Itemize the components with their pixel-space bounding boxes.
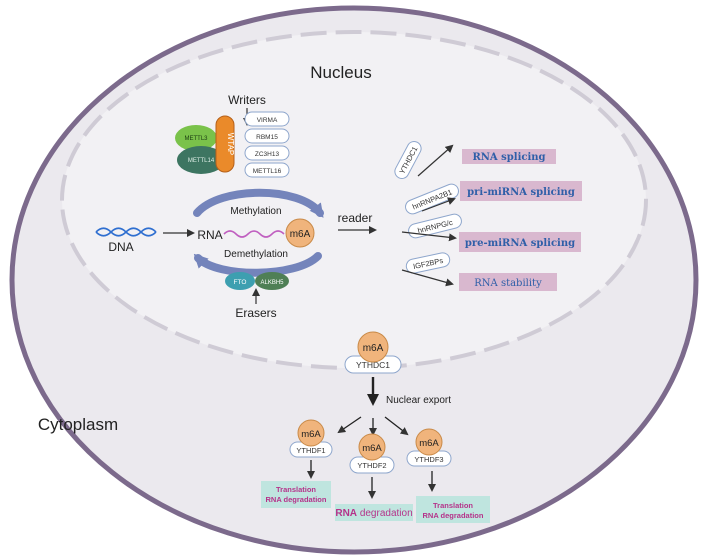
- dna-helix-b: [95, 227, 157, 237]
- function-box: [335, 504, 413, 521]
- reader-name: YTHDF3: [414, 455, 443, 464]
- writer-box-rbm15: [244, 128, 290, 144]
- writer-zc3h13: ZC3H13: [255, 151, 280, 158]
- cyto-reader-ythdf2: YTHDF2 m6A RNA degradation: [335, 433, 413, 521]
- alkbh5-label: ALKBH5: [260, 280, 284, 286]
- writer-box-mettl16: [244, 162, 290, 178]
- function-line-1: Translation: [276, 485, 316, 494]
- function-line-1: RNA: [335, 508, 357, 519]
- writers-label: Writers: [228, 93, 266, 107]
- m6a-label: m6A: [290, 229, 311, 240]
- function-line-2: degradation: [360, 508, 413, 519]
- rna-strand: [223, 230, 285, 238]
- nuclear-reader-hnrnpgc: hnRNPG/c pre-miRNA splicing: [401, 213, 581, 252]
- mettl3-protein: [175, 125, 217, 151]
- m6a-label: m6A: [301, 429, 321, 440]
- function-label: RNA splicing: [472, 152, 545, 163]
- function-line-2: RNA degradation: [423, 511, 484, 520]
- dna-label: DNA: [108, 240, 133, 254]
- nuclear-reader-hnrnpa2b1: hnRNPA2B1 pri-miRNA splicing: [405, 181, 582, 215]
- cytoplasm-label: Cytoplasm: [38, 415, 118, 434]
- reader-badge: [394, 141, 422, 179]
- function-line-2: RNA degradation: [266, 495, 327, 504]
- wtap-protein: [215, 115, 235, 173]
- nuclear-reader-igf2bps: IGF2BPs RNA stability: [401, 252, 557, 291]
- writer-box-virma: [244, 111, 290, 127]
- reader-function-arrow: [401, 269, 454, 287]
- methylation-arrow: [193, 188, 324, 218]
- export-label: Nuclear export: [386, 395, 451, 406]
- reader-function-arrow: [421, 197, 456, 212]
- export-m6a-label: m6A: [363, 343, 384, 354]
- writer-virma: VIRMA: [257, 117, 278, 124]
- branch-arrow-ythdf3: [384, 416, 409, 436]
- reader-label: reader: [338, 211, 373, 225]
- writer-box-zc3h13: [244, 145, 290, 161]
- cyto-reader-ythdf1: YTHDF1 m6A Translation RNA degradation: [261, 419, 333, 508]
- writer-complex: METTL3 METTL14 WTAP: [175, 115, 235, 174]
- function-box: [460, 181, 582, 201]
- m6a-mark: [297, 419, 325, 447]
- demethylation-arrow: [193, 252, 322, 277]
- fto-protein: [225, 272, 255, 290]
- function-line-1: Translation: [433, 501, 473, 510]
- export-reader-label: YTHDC1: [356, 360, 390, 370]
- reader-function-arrow: [417, 144, 454, 177]
- function-label: RNA stability: [474, 278, 542, 289]
- m6a-mark: [415, 428, 443, 456]
- reader-badge: [405, 252, 451, 274]
- function-text: RNA degradation: [335, 508, 412, 519]
- function-box: [462, 149, 556, 164]
- methylation-label: Methylation: [230, 206, 281, 217]
- m6a-mark: [285, 218, 315, 248]
- m6a-label: m6A: [419, 438, 439, 449]
- cyto-reader-ythdf3: YTHDF3 m6A Translation RNA degradation: [406, 428, 490, 523]
- function-label: pre-miRNA splicing: [465, 238, 575, 249]
- erasers-label: Erasers: [235, 306, 276, 320]
- mettl14-protein: [177, 146, 225, 174]
- writer-protein-list: VIRMA RBM15 ZC3H13 METTL16: [244, 111, 290, 178]
- reader-function-arrow: [401, 231, 457, 242]
- nucleus-label: Nucleus: [310, 63, 371, 82]
- function-box: [459, 232, 581, 252]
- branch-arrow-ythdf1: [337, 416, 362, 434]
- export-m6a: [357, 331, 389, 363]
- m6a-label: m6A: [362, 443, 382, 454]
- fto-label: FTO: [234, 279, 247, 286]
- demethylation-label: Demethylation: [224, 249, 288, 260]
- function-label: pri-miRNA splicing: [467, 187, 575, 198]
- writer-mettl16: METTL16: [253, 168, 282, 175]
- m6a-mark: [358, 433, 386, 461]
- writer-rbm15: RBM15: [256, 134, 278, 141]
- function-box: [416, 496, 490, 523]
- mettl3-label: METTL3: [184, 136, 208, 142]
- mettl14-label: METTL14: [188, 158, 215, 164]
- alkbh5-protein: [255, 272, 289, 290]
- function-box: [261, 481, 331, 508]
- reader-badge: [405, 183, 459, 215]
- function-box: [459, 273, 557, 291]
- rna-label: RNA: [197, 228, 222, 242]
- reader-name: YTHDF1: [296, 446, 325, 455]
- reader-name: YTHDF2: [357, 461, 386, 470]
- wtap-label: WTAP: [226, 133, 235, 156]
